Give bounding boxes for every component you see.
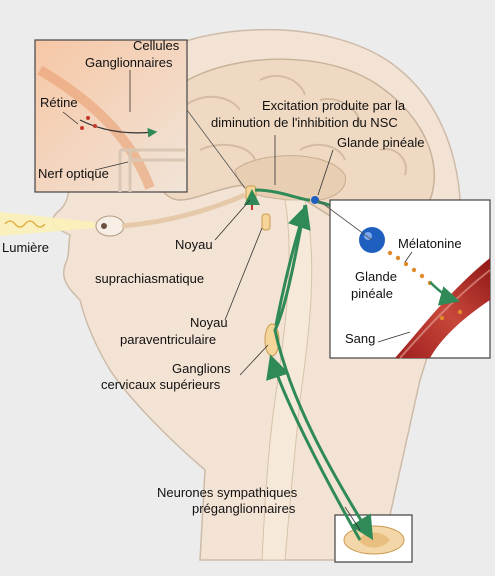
- pathway-down: [273, 204, 374, 541]
- pathway-scn-to-pineal: [254, 188, 311, 202]
- pupil: [101, 223, 107, 229]
- label-ganglions-1: Ganglions: [172, 361, 231, 376]
- label-excitation-1: Excitation produite par la: [262, 98, 406, 113]
- pathway-up: [266, 354, 362, 541]
- pineal-small: [311, 196, 319, 204]
- leader-retine: [62, 111, 79, 125]
- leader-scn: [214, 199, 251, 241]
- label-glande-inset-2: pinéale: [351, 286, 393, 301]
- label-nerf-optique: Nerf optique: [38, 166, 109, 181]
- label-neurones-2: préganglionnaires: [192, 501, 296, 516]
- label-sang: Sang: [345, 331, 375, 346]
- label-ganglions-2: cervicaux supérieurs: [101, 377, 221, 392]
- label-retine: Rétine: [40, 95, 78, 110]
- eye: [95, 215, 125, 237]
- optic-nerve: [121, 192, 246, 229]
- label-glande-pineale-top: Glande pinéale: [337, 135, 424, 150]
- label-noyau-sc-2: suprachiasmatique: [95, 271, 204, 286]
- pineal-inset-leader: [317, 199, 373, 241]
- leader-melatonine: [404, 251, 413, 263]
- light-wave: [4, 220, 46, 228]
- label-noyau-sc-1: Noyau: [175, 237, 213, 252]
- pathway-ganglion-to-pineal: [274, 204, 311, 326]
- leader-pvn: [224, 227, 263, 321]
- label-noyau-pv-2: paraventriculaire: [120, 332, 216, 347]
- pvn-nucleus: [261, 213, 271, 231]
- leader-sang: [377, 331, 411, 343]
- leader-nerf: [94, 161, 129, 171]
- brain-folds: [179, 75, 407, 176]
- retina-inset-leader: [186, 109, 246, 189]
- label-melatonine: Mélatonine: [398, 236, 462, 251]
- pineal-inset: [329, 199, 491, 359]
- retina-inset: [34, 39, 188, 193]
- leader-ganglions: [239, 344, 269, 376]
- label-neurones-1: Neurones sympathiques: [157, 485, 298, 500]
- label-cellules: Cellules: [133, 38, 180, 53]
- label-excitation-2: diminution de l'inhibition du NSC: [211, 115, 398, 130]
- label-ganglionnaires: Ganglionnaires: [85, 55, 173, 70]
- leader-glande-top: [317, 149, 334, 196]
- label-lumiere: Lumière: [2, 240, 49, 255]
- light-beam: [0, 212, 95, 236]
- label-glande-inset-1: Glande: [355, 269, 397, 284]
- leader-neurones: [344, 506, 361, 531]
- label-noyau-pv-1: Noyau: [190, 315, 228, 330]
